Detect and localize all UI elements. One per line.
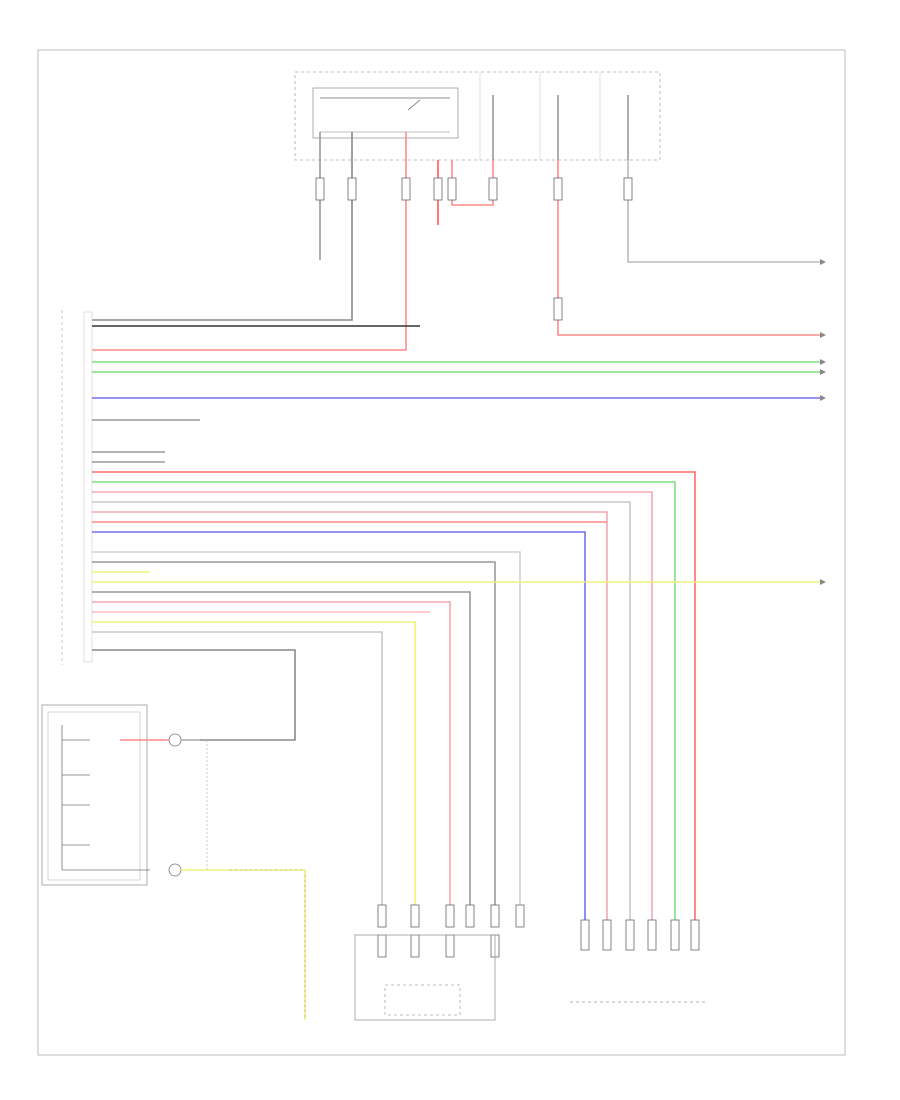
ecu-connector-column <box>61 310 93 665</box>
top-connectors <box>315 177 633 321</box>
fuse-relay-box <box>294 71 661 161</box>
right-edge-arrows <box>820 259 826 585</box>
front-sensor-connectors <box>354 904 525 1021</box>
upper-bus <box>92 325 820 463</box>
diagram-frame <box>37 49 846 1056</box>
rear-sensor-connectors <box>570 919 705 1003</box>
cruise-control-switch <box>41 704 306 1020</box>
top-wires <box>92 95 820 351</box>
lower-bus <box>92 471 820 920</box>
